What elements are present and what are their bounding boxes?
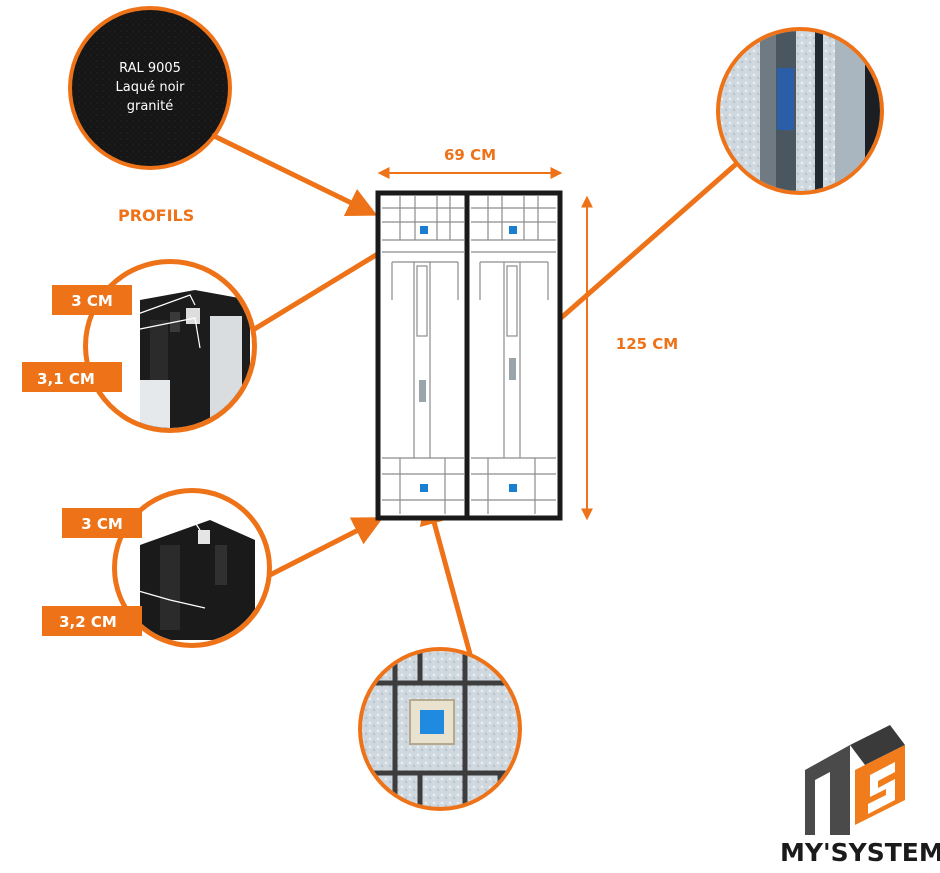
left-top-glass-square: [420, 226, 428, 234]
swatch-arrow: [210, 132, 378, 216]
detail-glass-square-view: [358, 647, 522, 811]
right-panel-leading: [471, 196, 556, 514]
swatch-line-2: Laqué noir: [116, 80, 186, 95]
width-dimension: 69 CM: [377, 146, 563, 179]
svg-text:3,1 CM: 3,1 CM: [37, 370, 95, 388]
profile-bottom-arrow: [262, 517, 384, 581]
height-label: 125 CM: [616, 335, 678, 353]
svg-text:3 CM: 3 CM: [81, 515, 123, 533]
profile-bottom-width-label: 3 CM: [62, 508, 142, 538]
height-dimension: 125 CM: [581, 195, 678, 521]
profils-title: PROFILS: [118, 206, 194, 225]
profile-top-depth-label: 3,1 CM: [22, 362, 122, 392]
detail-glass-bar-view: [716, 27, 884, 195]
detail-bottom-arrow: [419, 494, 473, 655]
svg-text:3,2 CM: 3,2 CM: [59, 613, 117, 631]
blue-square-icon: [420, 710, 444, 734]
brand-logo-icon: [805, 725, 905, 835]
profile-bottom-depth-label: 3,2 CM: [42, 606, 142, 636]
right-bar-accent: [509, 358, 516, 380]
profile-top-view: [83, 259, 257, 433]
left-panel-leading: [382, 196, 464, 514]
left-bar-accent: [419, 380, 426, 402]
double-door-illustration: [375, 190, 563, 521]
left-bottom-glass-square: [420, 484, 428, 492]
swatch-line-1: RAL 9005: [119, 61, 181, 76]
blue-bar-icon: [777, 68, 794, 130]
svg-text:3 CM: 3 CM: [71, 292, 113, 310]
profile-top-width-label: 3 CM: [52, 285, 132, 315]
swatch-line-3: granité: [127, 99, 174, 114]
color-swatch: RAL 9005 Laqué noir granité: [68, 6, 232, 170]
width-label: 69 CM: [444, 146, 496, 164]
right-bottom-glass-square: [509, 484, 517, 492]
brand-name: MY'SYSTEM: [780, 838, 940, 867]
right-top-glass-square: [509, 226, 517, 234]
